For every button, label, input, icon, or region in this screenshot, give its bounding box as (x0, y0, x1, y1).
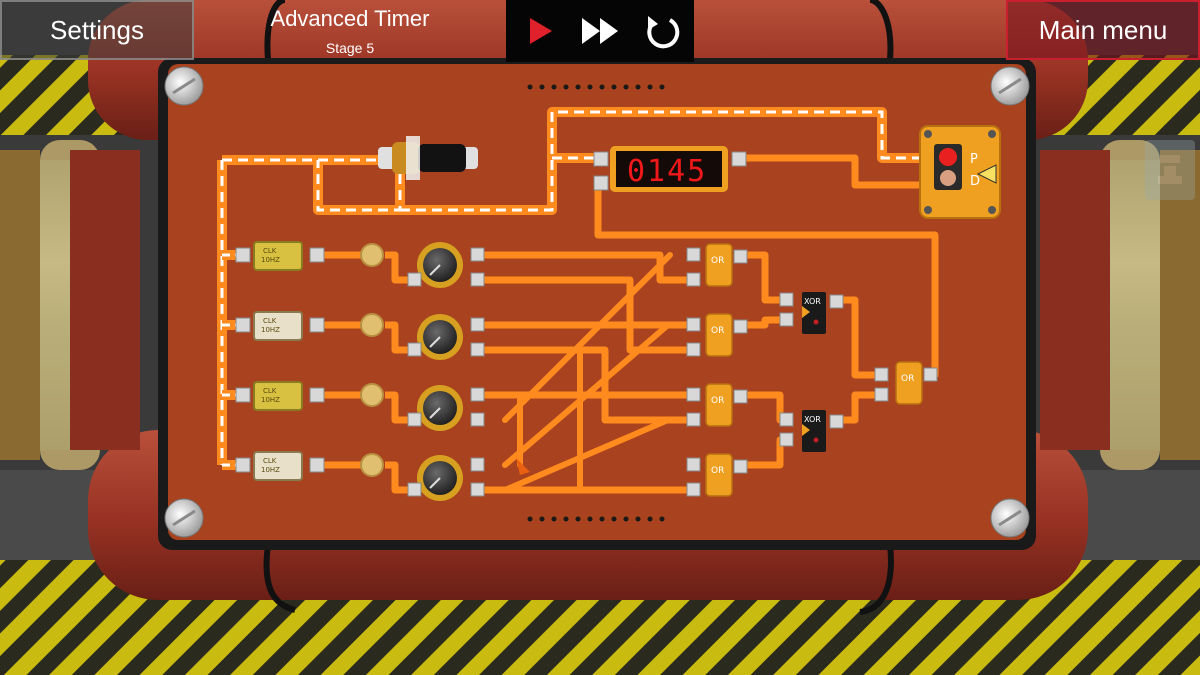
clock-label-2: 10HZ (261, 326, 280, 334)
vent-bottom (527, 516, 665, 522)
clock-label-1: CLK (263, 247, 277, 255)
radiation-icon (976, 164, 997, 184)
detonator: P D (919, 125, 1001, 219)
or-gate-label: OR (711, 326, 724, 336)
jumper-wires (502, 252, 693, 493)
potentiometer-knobs (417, 242, 463, 501)
play-icon (530, 18, 552, 44)
timer-digits: 0145 (627, 154, 707, 189)
powered-wire (217, 107, 925, 470)
settings-button[interactable]: Settings (0, 0, 194, 60)
screws (164, 66, 1030, 538)
or-gate[interactable]: OR (705, 243, 733, 287)
play-button[interactable] (518, 10, 562, 52)
led-lights (360, 243, 384, 477)
clock-label-1: CLK (263, 387, 277, 395)
settings-label: Settings (50, 14, 144, 45)
detonator-label-d: D (970, 174, 980, 189)
playback-controls (506, 0, 694, 62)
or-gate-label: OR (711, 396, 724, 406)
or-gate[interactable]: OR (705, 313, 733, 357)
terminals (235, 151, 938, 497)
binding-cables (263, 0, 894, 615)
restart-button[interactable] (640, 10, 684, 52)
or-gate-label: OR (711, 256, 724, 266)
stage-label: Stage 5 (325, 40, 375, 56)
clock-module[interactable]: CLK 10HZ (253, 241, 303, 271)
clock-label-2: 10HZ (261, 256, 280, 264)
restart-icon (647, 16, 680, 49)
xor-gate[interactable]: XOR (802, 292, 826, 334)
clock-label-2: 10HZ (261, 466, 280, 474)
clock-module[interactable]: CLK 10HZ (253, 381, 303, 411)
wire-cursor[interactable] (516, 458, 530, 475)
or-gates: OR OR OR OR OR (705, 243, 923, 497)
main-menu-label: Main menu (1038, 14, 1168, 45)
timer-display: 0145 (610, 146, 728, 192)
or-gate[interactable]: OR (705, 383, 733, 427)
clock-modules: CLK 10HZ CLK 10HZ CLK 10HZ CLK 10HZ (253, 241, 303, 481)
xor-gate-label: XOR (804, 415, 821, 424)
or-gate[interactable]: OR (895, 361, 923, 405)
or-gate-label: OR (711, 466, 724, 476)
clock-label-2: 10HZ (261, 396, 280, 404)
clock-label-1: CLK (263, 457, 277, 465)
hud-icon (1145, 140, 1195, 200)
clock-module[interactable]: CLK 10HZ (253, 311, 303, 341)
fast-forward-icon (582, 18, 618, 44)
vent-top (527, 84, 665, 90)
battery-fuse (378, 136, 478, 180)
level-header: Advanced Timer Stage 5 (240, 0, 460, 60)
fast-forward-button[interactable] (578, 10, 622, 52)
xor-gates: XOR XOR (802, 292, 826, 452)
main-menu-button[interactable]: Main menu (1006, 0, 1200, 60)
xor-gate[interactable]: XOR (802, 410, 826, 452)
clock-module[interactable]: CLK 10HZ (253, 451, 303, 481)
level-title: Advanced Timer (270, 6, 430, 31)
clock-label-1: CLK (263, 317, 277, 325)
or-gate[interactable]: OR (705, 453, 733, 497)
or-gate-label: OR (901, 374, 914, 384)
detonator-label-p: P (970, 152, 978, 167)
xor-gate-label: XOR (804, 297, 821, 306)
